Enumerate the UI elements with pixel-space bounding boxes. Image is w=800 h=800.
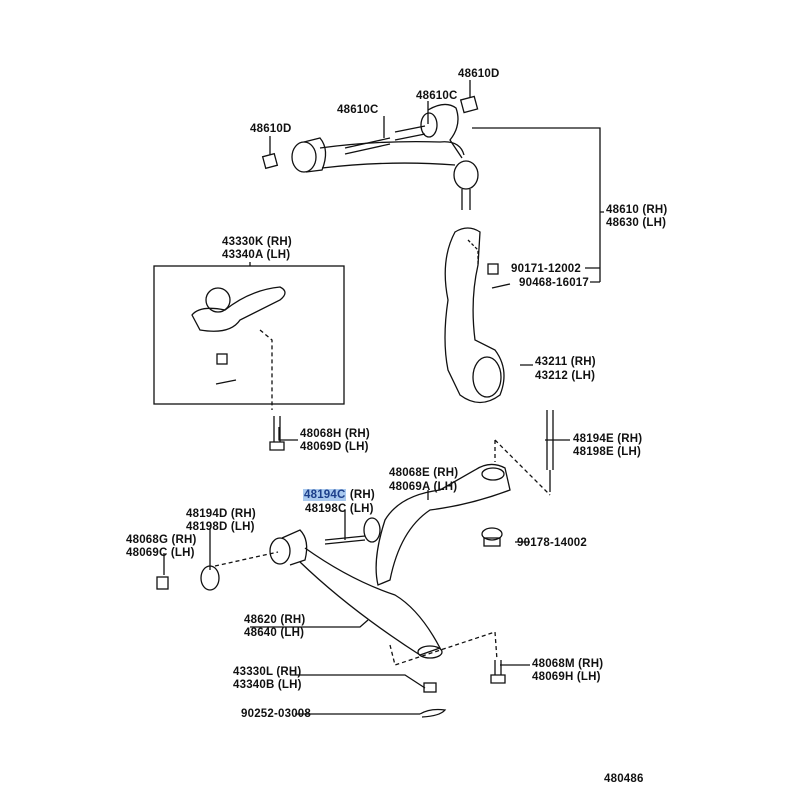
label-48194c[interactable]: 48194C (RH)	[303, 489, 375, 502]
label-48198c: 48198C (LH)	[305, 503, 374, 515]
label-ball-joint-rh: 43330K (RH)	[222, 236, 292, 248]
label-48198e: 48198E (LH)	[573, 446, 642, 458]
label-ball-joint-lh: 43340A (LH)	[222, 249, 291, 261]
label-48640: 48640 (LH)	[244, 627, 305, 639]
label-48194e: 48194E (RH)	[573, 433, 643, 445]
label-48069c: 48069C (LH)	[126, 547, 195, 559]
leader-lines	[163, 80, 604, 715]
label-48194d: 48194D (RH)	[186, 508, 256, 520]
ball-joint	[191, 286, 286, 410]
label-knuckle-rh: 43211 (RH)	[535, 356, 596, 368]
label-knuckle-lh: 43212 (LH)	[535, 370, 596, 382]
label-90468-16017: 90468-16017	[519, 277, 589, 289]
label-upper-arm-lh: 48630 (LH)	[606, 217, 667, 229]
label-48069h: 48069H (LH)	[532, 671, 601, 683]
label-48610c-right: 48610C	[416, 90, 458, 102]
cam-nut	[156, 576, 169, 590]
castle-nut	[423, 682, 437, 693]
label-48068g: 48068G (RH)	[126, 534, 197, 546]
upper-control-arm	[291, 103, 479, 210]
label-90171-12002: 90171-12002	[511, 263, 581, 275]
highlighted-part-number[interactable]: 48194C	[303, 489, 347, 501]
label-48069a: 48069A (LH)	[389, 481, 458, 493]
label-48620: 48620 (RH)	[244, 614, 306, 626]
cam-plate	[200, 565, 220, 591]
bolt-balljoint	[269, 416, 285, 451]
label-48068m: 48068M (RH)	[532, 658, 604, 670]
label-43340b: 43340B (LH)	[233, 679, 302, 691]
cam-bolt	[324, 517, 381, 545]
steering-knuckle	[444, 227, 511, 404]
bolt-lower	[490, 660, 506, 684]
label-48610c-left: 48610C	[337, 104, 379, 116]
label-48198d: 48198D (LH)	[186, 521, 255, 533]
strut-nut	[481, 527, 503, 547]
label-48610d-right: 48610D	[458, 68, 500, 80]
label-90178-14002: 90178-14002	[517, 537, 587, 549]
label-43330l: 43330L (RH)	[233, 666, 302, 678]
label-48068h: 48068H (RH)	[300, 428, 370, 440]
label-48194c-suffix: (RH)	[349, 489, 375, 501]
label-48069d: 48069D (LH)	[300, 441, 369, 453]
ball-joint-box	[153, 265, 345, 405]
label-upper-arm-rh: 48610 (RH)	[606, 204, 668, 216]
stud	[546, 410, 554, 492]
strut-bar	[375, 439, 551, 586]
label-90252-03008: 90252-03008	[241, 708, 311, 720]
label-48068e: 48068E (RH)	[389, 467, 459, 479]
diagram-id: 480486	[604, 773, 644, 785]
bolts-upper	[261, 95, 479, 170]
lower-control-arm	[214, 529, 498, 666]
cotter-pin	[419, 708, 447, 718]
label-48610d-left: 48610D	[250, 123, 292, 135]
